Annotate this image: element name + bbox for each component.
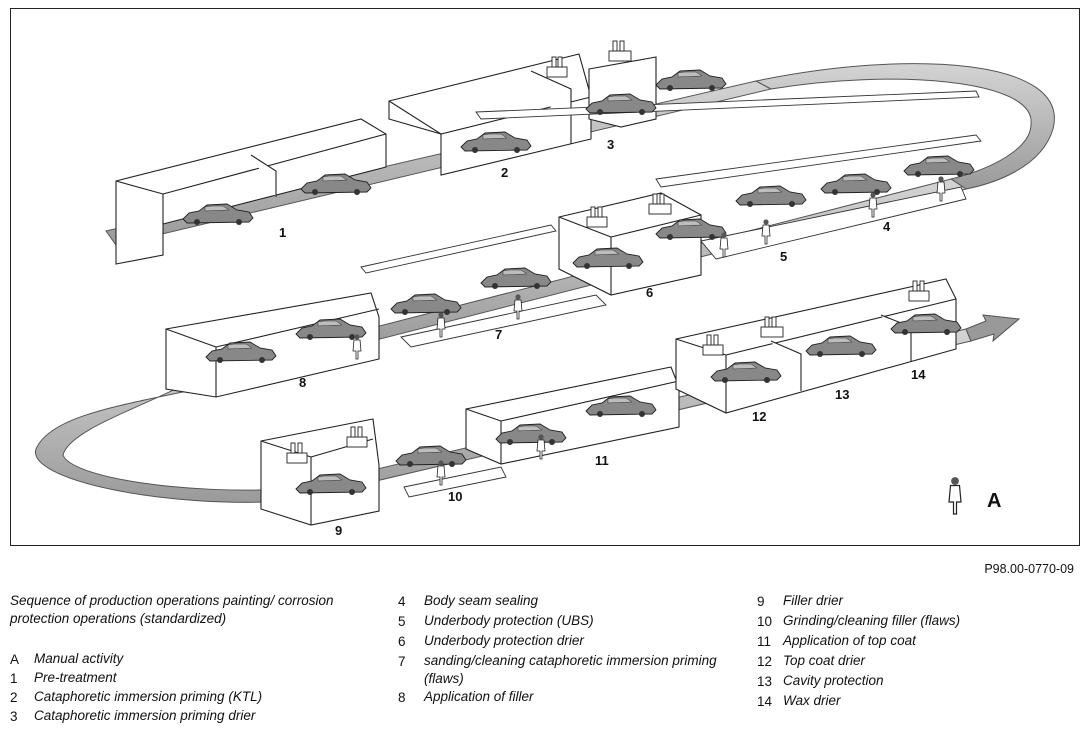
legend-key: 3 bbox=[10, 709, 18, 724]
legend-item: 2 Cataphoretic immersion priming (KTL) bbox=[10, 688, 262, 707]
legend-key: 12 bbox=[757, 654, 773, 669]
legend-item: 6 Underbody protection drier bbox=[398, 632, 724, 652]
station-label-13: 13 bbox=[835, 387, 849, 402]
legend-item: 1 Pre-treatment bbox=[10, 669, 262, 688]
legend-key: 9 bbox=[757, 594, 765, 609]
legend-key: 4 bbox=[398, 594, 406, 609]
station-label-3: 3 bbox=[607, 137, 614, 152]
legend-item: 5 Underbody protection (UBS) bbox=[398, 612, 724, 632]
legend-text: Underbody protection (UBS) bbox=[424, 613, 594, 628]
legend-text: Manual activity bbox=[34, 651, 124, 666]
legend-key: 10 bbox=[757, 614, 773, 629]
station-label-9: 9 bbox=[335, 523, 342, 538]
legend-key: 1 bbox=[10, 671, 18, 686]
legend-item: 9 Filler drier bbox=[757, 592, 960, 612]
station-labels: 1 2 3 4 5 6 7 8 9 10 11 12 13 14 bbox=[279, 137, 926, 538]
legend-key: 2 bbox=[10, 690, 18, 705]
station-label-14: 14 bbox=[911, 367, 926, 382]
legend-item: 13 Cavity protection bbox=[757, 672, 960, 692]
station-label-6: 6 bbox=[646, 285, 653, 300]
station-label-2: 2 bbox=[501, 165, 508, 180]
station-label-5: 5 bbox=[780, 249, 787, 264]
station-label-4: 4 bbox=[883, 219, 891, 234]
figure-caption: Sequence of production operations painti… bbox=[10, 593, 334, 626]
legend-item: 3 Cataphoretic immersion priming drier bbox=[10, 707, 262, 726]
station-label-1: 1 bbox=[279, 225, 286, 240]
legend-key: 5 bbox=[398, 614, 406, 629]
legend-item: 11 Application of top coat bbox=[757, 632, 960, 652]
exhaust-stacks bbox=[286, 40, 930, 464]
legend-text: Top coat drier bbox=[783, 653, 866, 668]
legend-text: Body seam sealing bbox=[424, 593, 539, 608]
legend-key: A bbox=[10, 652, 20, 667]
manual-activity-marker: A bbox=[948, 476, 1001, 515]
legend-item: 12 Top coat drier bbox=[757, 652, 960, 672]
legend-item: 10 Grinding/cleaning filler (flaws) bbox=[757, 612, 960, 632]
legend-key: 11 bbox=[757, 634, 772, 649]
station-label-7: 7 bbox=[495, 327, 502, 342]
station-label-11: 11 bbox=[595, 453, 609, 468]
legend-column-3: 9 Filler drier 10 Grinding/cleaning filler… bbox=[757, 592, 960, 712]
legend-text: Cataphoretic immersion priming (KTL) bbox=[34, 689, 263, 704]
legend-text: Cataphoretic immersion priming drier bbox=[34, 708, 256, 723]
legend-text: Underbody protection drier bbox=[424, 633, 584, 648]
legend-item: 14 Wax drier bbox=[757, 692, 960, 712]
legend-key: 8 bbox=[398, 690, 406, 705]
legend-item: 8 Application of filler bbox=[398, 688, 724, 708]
legend-text: Application of top coat bbox=[783, 633, 916, 648]
production-line-illustration: 1 2 3 4 5 6 7 8 9 10 11 12 13 14 A bbox=[35, 40, 1055, 538]
legend-item: 4 Body seam sealing bbox=[398, 592, 724, 612]
legend-key: 13 bbox=[757, 674, 773, 689]
station-label-12: 12 bbox=[752, 409, 766, 424]
production-line-diagram: 1 2 3 4 5 6 7 8 9 10 11 12 13 14 A bbox=[10, 8, 1080, 546]
legend-text: sanding/cleaning cataphoretic immersion … bbox=[424, 653, 717, 686]
legend-item: 7 sanding/cleaning cataphoretic immersion… bbox=[398, 652, 724, 688]
legend-key: 14 bbox=[757, 694, 773, 709]
legend-text: Wax drier bbox=[783, 693, 841, 708]
legend-key: 7 bbox=[398, 654, 406, 669]
legend-text: Pre-treatment bbox=[34, 670, 117, 685]
station-label-8: 8 bbox=[299, 375, 306, 390]
legend-text: Grinding/cleaning filler (flaws) bbox=[783, 613, 961, 628]
legend-text: Filler drier bbox=[783, 593, 844, 608]
station-label-10: 10 bbox=[448, 489, 462, 504]
figure-reference: P98.00-0770-09 bbox=[984, 562, 1074, 576]
legend-item: A Manual activity bbox=[10, 650, 262, 669]
legend-text: Cavity protection bbox=[783, 673, 884, 688]
marker-letter: A bbox=[987, 490, 1001, 512]
legend-text: Application of filler bbox=[424, 689, 534, 704]
legend-key: 6 bbox=[398, 634, 406, 649]
